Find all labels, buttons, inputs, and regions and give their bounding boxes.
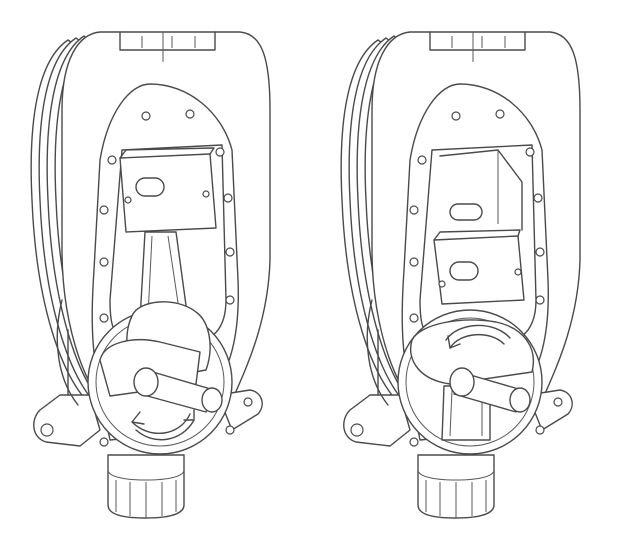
crankshaft-right — [449, 367, 531, 413]
crank-web-right — [410, 319, 534, 385]
piston-left — [119, 147, 217, 233]
rotation-arrow-icon — [445, 324, 511, 349]
engine-view-right — [340, 31, 581, 519]
cylinder-bore-right — [439, 149, 523, 231]
engine-view-left — [30, 31, 271, 519]
crankshaft-left — [133, 367, 223, 413]
rotation-arrow-icon — [131, 409, 195, 441]
piston-right — [433, 229, 525, 305]
